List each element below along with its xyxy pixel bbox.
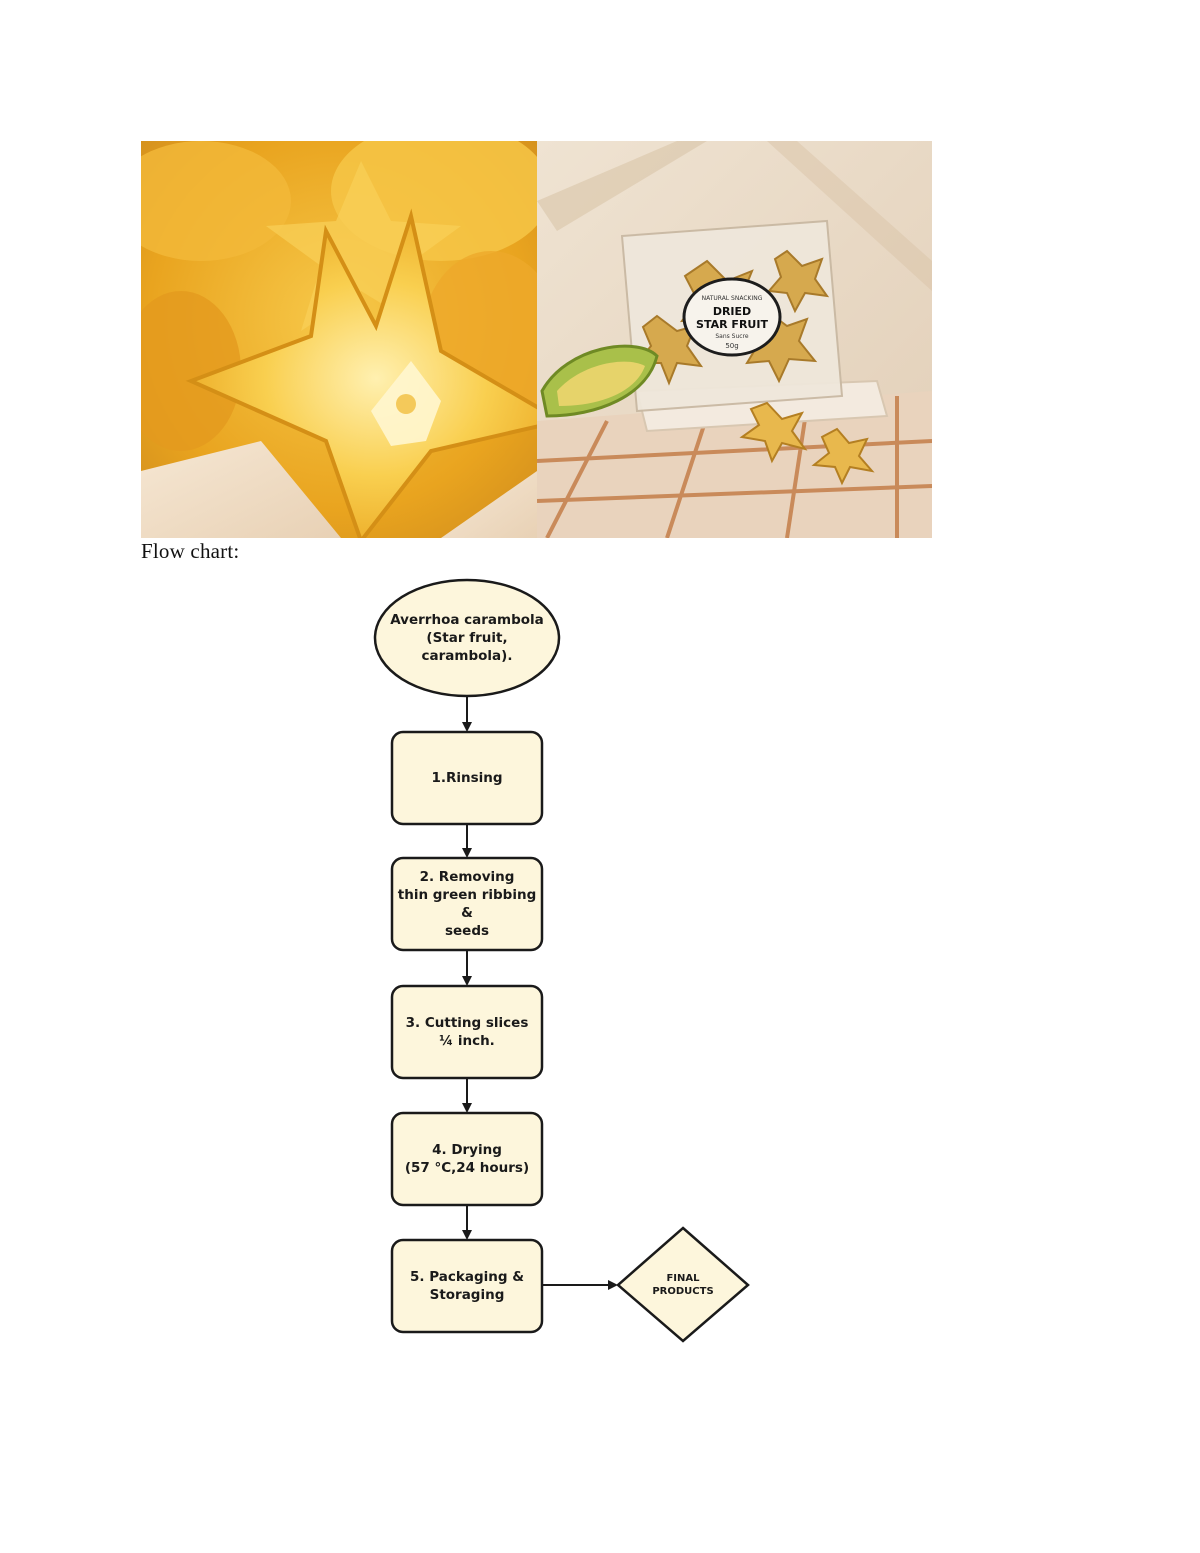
flow-step-4-label: 4. Drying (57 °C,24 hours) [404,1141,530,1176]
flow-end-label: FINAL PRODUCTS [652,1272,714,1298]
photo-row: NATURAL SNACKING DRIED STAR FRUIT Sans S… [141,141,932,538]
flow-step-box-3 [390,984,544,1080]
flow-step-box-1 [390,730,544,826]
flow-start-ellipse [373,578,561,698]
bag-weight: 50g [725,342,738,350]
flow-step-box-2 [390,856,544,952]
flow-step-1-label: 1.Rinsing [431,769,503,786]
flow-start-label: Averrhoa carambola (Star fruit, carambol… [390,611,544,665]
bag-brand-text: NATURAL SNACKING [702,295,763,302]
bag-title-line2: STAR FRUIT [696,318,768,331]
flow-step-3-label: 3. Cutting slices ¼ inch. [405,1014,529,1049]
flow-chart-heading: Flow chart: [141,539,240,563]
flow-step-5-label: 5. Packaging & Storaging [410,1268,524,1303]
flow-step-box-4 [390,1111,544,1207]
flow-step-box-5 [390,1238,544,1334]
bag-title-line1: DRIED [713,305,751,318]
packaged-star-fruit-photo: NATURAL SNACKING DRIED STAR FRUIT Sans S… [537,141,932,538]
bag-sub: Sans Sucre [715,333,749,340]
flow-end-diamond [616,1226,750,1343]
dried-star-fruit-photo [141,141,537,538]
flow-step-2-label: 2. Removing thin green ribbing & seeds [397,868,537,940]
